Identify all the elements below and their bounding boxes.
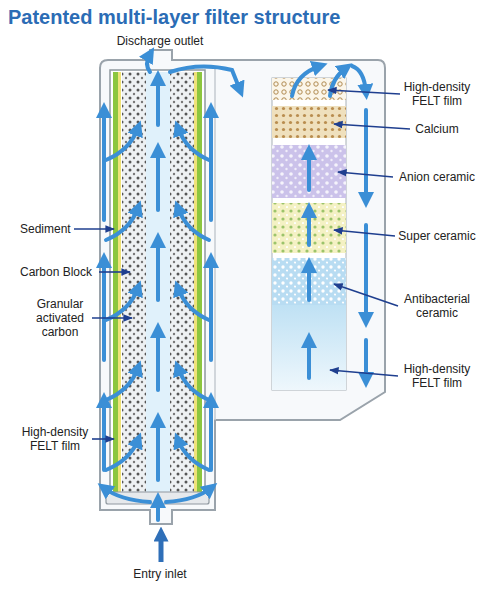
inlet-arrow [159, 534, 164, 562]
housing-divider [214, 66, 216, 420]
diagram-title: Patented multi-layer filter structure [8, 6, 340, 29]
outlet-label: Discharge outlet [100, 34, 220, 48]
leader-lines [74, 90, 410, 439]
part-label: Granular activated carbon [30, 297, 90, 339]
part-label: Calcium [397, 122, 477, 136]
part-label: Anion ceramic [390, 170, 484, 184]
part-label: Super ceramic [390, 229, 484, 243]
inlet-label: Entry inlet [100, 567, 220, 581]
part-label: Carbon Block [20, 265, 100, 279]
part-label: Antibacterial ceramic [397, 292, 477, 320]
flow-arrows [104, 54, 366, 520]
carbon-cartridge [106, 70, 209, 504]
part-label: High-density FELT film [15, 425, 95, 453]
part-label: Sediment [20, 222, 80, 236]
part-label: High-density FELT film [397, 80, 477, 108]
part-label: High-density FELT film [397, 362, 477, 390]
